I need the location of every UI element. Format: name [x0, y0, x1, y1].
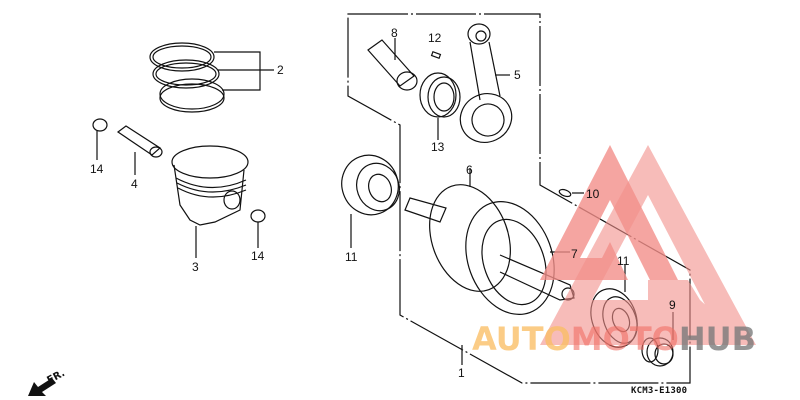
callout-4: 4 — [131, 177, 138, 191]
callout-5: 5 — [514, 68, 521, 82]
needle-bearing-icon — [419, 72, 461, 140]
front-arrow-icon — [28, 378, 56, 396]
piston-pin-clip-icon — [92, 118, 108, 132]
woodruff-key-icon — [558, 188, 572, 198]
callout-7: 7 — [571, 247, 578, 261]
callout-8: 8 — [391, 26, 398, 40]
watermark-hub: HUB — [678, 320, 757, 358]
watermark-text: AUTOMOTOHUB — [472, 323, 756, 355]
crankshaft-icon — [404, 168, 575, 315]
callout-1: 1 — [458, 366, 465, 380]
callout-2: 2 — [277, 63, 284, 77]
callout-14: 14 — [90, 162, 104, 176]
watermark-moto: MOTO — [570, 320, 679, 358]
callout-10: 10 — [586, 187, 600, 201]
piston-pin-clip-icon — [250, 209, 266, 223]
connecting-rod-icon — [459, 23, 513, 143]
piston-pin-icon — [116, 125, 163, 175]
piston-icon — [171, 145, 249, 258]
callout-6: 6 — [466, 163, 473, 177]
crank-pin-icon — [367, 38, 418, 91]
diagram-code: KCM3-E1300 — [631, 386, 688, 396]
pin-icon — [430, 50, 442, 60]
callout-12: 12 — [428, 31, 442, 45]
watermark-logo-icon — [540, 145, 756, 345]
callout-13: 13 — [431, 140, 445, 154]
callout-14: 14 — [251, 249, 265, 263]
ball-bearing-icon — [341, 154, 400, 248]
callout-11: 11 — [617, 254, 630, 268]
callout-3: 3 — [192, 260, 199, 274]
watermark-auto: AUTO — [472, 320, 571, 358]
assembly-bracket — [347, 13, 691, 384]
callout-9: 9 — [669, 298, 676, 312]
callout-11: 11 — [345, 250, 358, 264]
piston-rings-icon — [149, 42, 274, 113]
